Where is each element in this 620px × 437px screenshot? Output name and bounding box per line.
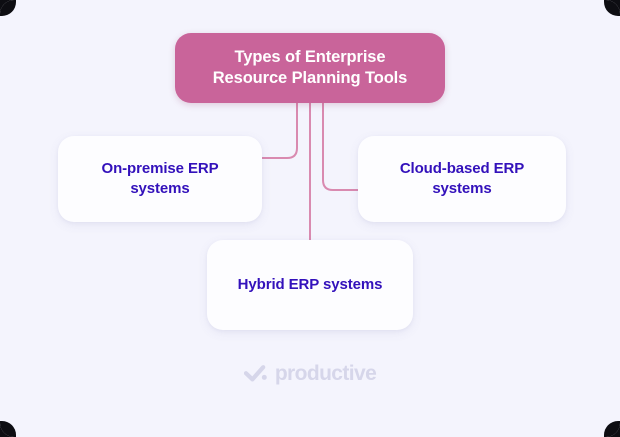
node-on-premise[interactable]: On-premise ERP systems (58, 136, 262, 222)
connector-to-on-premise (261, 102, 298, 159)
node-hybrid[interactable]: Hybrid ERP systems (207, 240, 413, 330)
corner-cutout-bottom-left (0, 421, 16, 437)
brand-wordmark: productive (274, 362, 377, 385)
node-cloud-based-label: Cloud-based ERP systems (399, 159, 525, 197)
root-node[interactable]: Types of Enterprise Resource Planning To… (175, 33, 445, 103)
node-on-premise-label: On-premise ERP systems (101, 159, 219, 197)
node-cloud-based[interactable]: Cloud-based ERP systems (358, 136, 566, 222)
root-node-label: Types of Enterprise Resource Planning To… (212, 47, 408, 87)
node-hybrid-label: Hybrid ERP systems (237, 275, 383, 293)
corner-cutout-bottom-right (604, 421, 620, 437)
footer-brand: productive (0, 362, 620, 386)
corner-cutout-top-left (0, 0, 16, 16)
check-dot-icon (243, 365, 267, 382)
corner-cutout-top-right (604, 0, 620, 16)
connector-to-cloud-based (322, 102, 359, 191)
